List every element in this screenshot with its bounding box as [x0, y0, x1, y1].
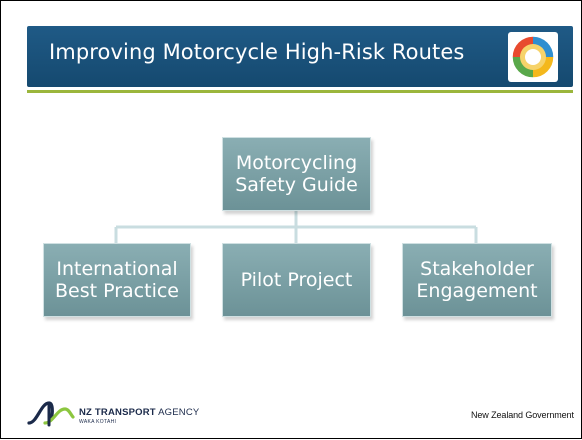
nz-government-logo: New Zealand Government	[471, 410, 574, 420]
title-underline	[27, 90, 573, 93]
node-motorcycling-safety-guide: Motorcycling Safety Guide	[222, 137, 371, 211]
node-label-line: Pilot Project	[240, 269, 353, 291]
agency-name: NZ TRANSPORT AGENCY	[79, 407, 199, 418]
nzta-logo-icon	[27, 401, 75, 427]
node-international-best-practice: International Best Practice	[43, 243, 191, 317]
safety-wheel-logo-icon	[508, 32, 558, 82]
node-label-line: Safety Guide	[235, 174, 358, 196]
node-label-line: Motorcycling	[235, 152, 358, 174]
agency-name-rest: AGENCY	[155, 407, 200, 418]
node-label-line: Stakeholder	[420, 258, 534, 280]
node-label-line: Engagement	[416, 280, 538, 302]
slide-title: Improving Motorcycle High-Risk Routes	[49, 40, 465, 64]
agency-subtitle: WAKA KOTAHI	[79, 419, 117, 425]
node-label-line: International	[56, 258, 178, 280]
node-label-line: Best Practice	[54, 280, 179, 302]
title-bar: Improving Motorcycle High-Risk Routes	[27, 26, 573, 87]
node-pilot-project: Pilot Project	[222, 243, 371, 317]
agency-name-bold: NZ TRANSPORT	[79, 407, 156, 418]
node-stakeholder-engagement: Stakeholder Engagement	[402, 243, 552, 317]
